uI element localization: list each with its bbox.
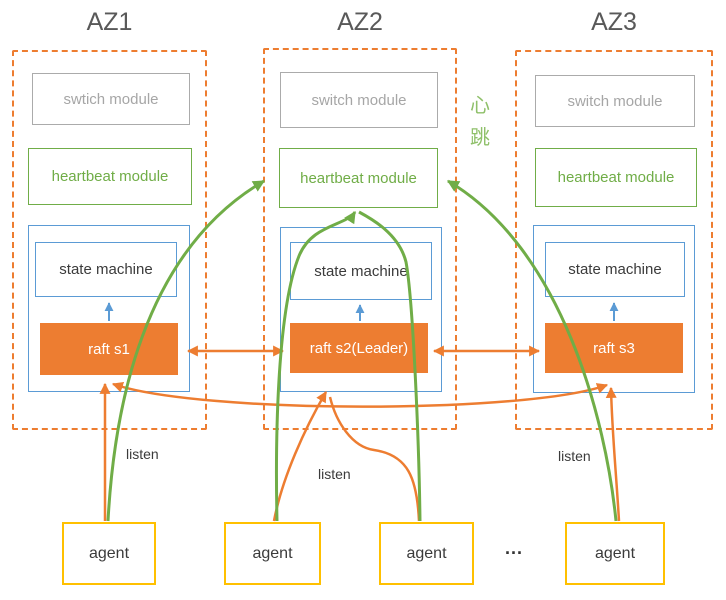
az3-raft-box: raft s3 bbox=[545, 323, 683, 373]
listen-label-1: listen bbox=[126, 446, 159, 462]
listen-label-2: listen bbox=[318, 466, 351, 482]
az1-state-machine-box: state machine bbox=[35, 242, 177, 297]
az2-heartbeat-module-box: heartbeat module bbox=[279, 148, 438, 208]
az3-heartbeat-module-box: heartbeat module bbox=[535, 148, 697, 207]
az3-switch-module-box: switch module bbox=[535, 75, 695, 127]
az2-switch-module-box: switch module bbox=[280, 72, 438, 128]
az2-title: AZ2 bbox=[337, 8, 383, 36]
agent-box-2: agent bbox=[224, 522, 321, 585]
heartbeat-cn-label: 心跳 bbox=[470, 95, 490, 149]
az2-raft-box: raft s2(Leader) bbox=[290, 323, 428, 373]
agents-ellipsis: ... bbox=[505, 538, 524, 558]
agent-box-4: agent bbox=[565, 522, 665, 585]
az1-switch-module-box: swtich module bbox=[32, 73, 190, 125]
listen-label-3: listen bbox=[558, 448, 591, 464]
az1-heartbeat-module-box: heartbeat module bbox=[28, 148, 192, 205]
az2-state-machine-box: state machine bbox=[290, 242, 432, 300]
az1-raft-box: raft s1 bbox=[40, 323, 178, 375]
az3-state-machine-box: state machine bbox=[545, 242, 685, 297]
agent-box-1: agent bbox=[62, 522, 156, 585]
agent-box-3: agent bbox=[379, 522, 474, 585]
az3-title: AZ3 bbox=[591, 8, 637, 36]
az1-title: AZ1 bbox=[86, 8, 133, 36]
